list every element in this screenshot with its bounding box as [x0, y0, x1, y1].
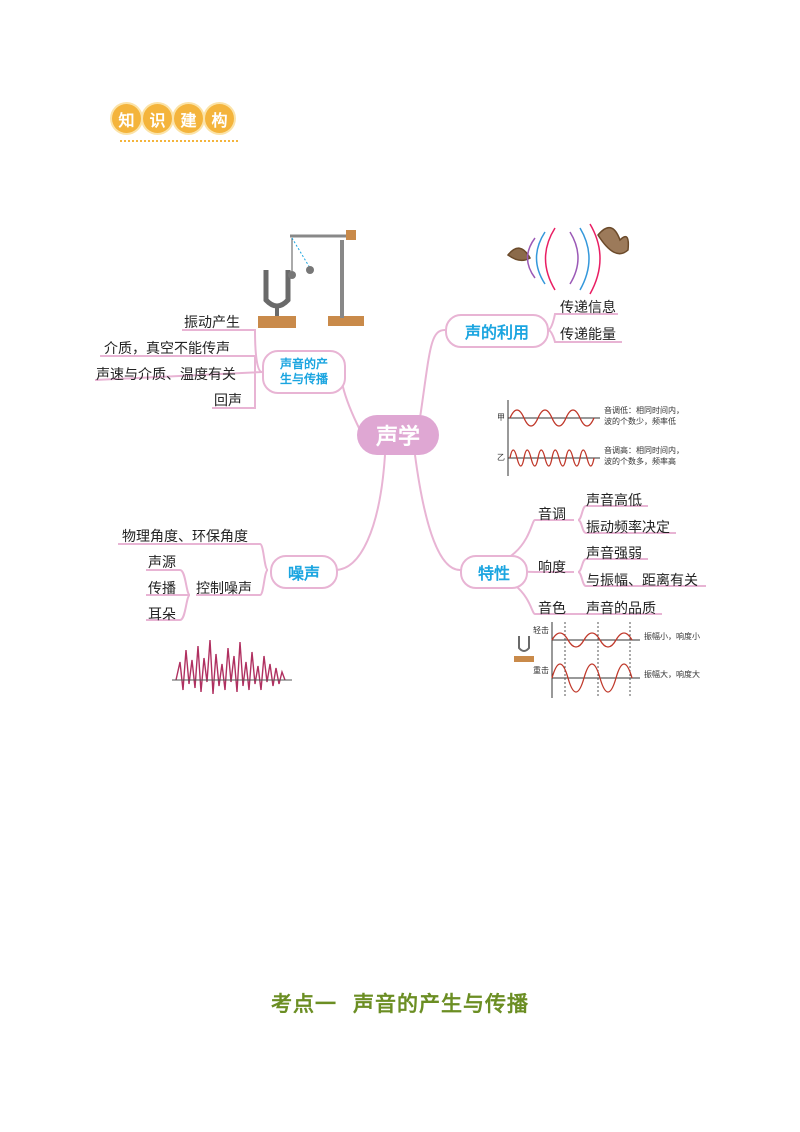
wave-label-a: 甲: [497, 413, 505, 422]
badge-char: 构: [205, 104, 234, 133]
section-badge: 知 识 建 构: [112, 104, 234, 133]
feature-timbre-label: 音色: [538, 601, 566, 617]
section-title-text: 声音的产生与传播: [353, 992, 529, 1016]
wave-label-b: 乙: [497, 453, 505, 462]
branch-line-usage: [419, 329, 446, 419]
wave-note-a-line1: 音调低：相同时间内，: [604, 406, 684, 415]
amp-label-light: 轻击: [533, 626, 549, 635]
badge-char: 识: [143, 104, 172, 133]
feature-pitch-item-high-low: 声音高低: [586, 493, 642, 509]
noise-control-line: [196, 569, 269, 596]
noise-control-source: 声源: [148, 555, 176, 571]
badge-char: 建: [174, 104, 203, 133]
usage-bracket: [547, 313, 622, 343]
noise-control-ear: 耳朵: [148, 607, 176, 623]
small-amplitude-wave: [551, 632, 633, 648]
noise-item-angle: 物理角度、环保角度: [122, 529, 248, 545]
noise-control-label: 控制噪声: [196, 581, 252, 597]
usage-item-information: 传递信息: [560, 300, 616, 316]
feature-loudness-label: 响度: [538, 560, 566, 576]
amp-label-heavy: 重击: [533, 666, 549, 675]
amp-note-heavy: 振幅大，响度大: [644, 670, 700, 679]
node-production-line2: 生与传播: [279, 372, 328, 386]
production-item-vibration: 振动产生: [184, 315, 240, 331]
feature-timbre-item-quality: 声音的品质: [586, 601, 656, 617]
node-sound-production: 声音的产 生与传播: [262, 350, 346, 394]
low-pitch-wave: [509, 409, 595, 427]
wave-note-a-line2: 波的个数少，频率低: [604, 417, 676, 426]
branch-line-features: [414, 454, 461, 571]
production-item-speed: 声速与介质、温度有关: [96, 367, 236, 383]
pitch-bracket: [577, 505, 676, 534]
feature-pitch-item-frequency: 振动频率决定: [586, 520, 670, 536]
branch-line-noise: [334, 454, 386, 571]
noise-waveform: [175, 639, 286, 695]
wave-note-b-line1: 音调高：相同时间内，: [604, 446, 684, 455]
center-node-acoustics: 声学: [357, 415, 439, 455]
feature-loudness-item-strength: 声音强弱: [586, 546, 642, 562]
badge-underline: [120, 140, 238, 145]
production-bracket: [94, 329, 263, 409]
high-pitch-wave: [509, 449, 595, 467]
noise-angle-line: [118, 543, 269, 571]
bat-echo-illustration: [506, 223, 630, 295]
production-item-medium: 介质，真空不能传声: [104, 341, 230, 357]
usage-item-energy: 传递能量: [560, 327, 616, 343]
wave-note-b-line2: 波的个数多，频率高: [604, 457, 676, 466]
pitch-wave-diagram: [507, 400, 600, 476]
node-production-line1: 声音的产: [279, 357, 328, 371]
large-amplitude-wave: [551, 663, 633, 693]
amp-note-light: 振幅小，响度小: [644, 632, 700, 641]
tuning-fork-illustration: [258, 230, 364, 328]
node-features: 特性: [460, 555, 528, 589]
noise-control-path: 传播: [148, 581, 176, 597]
section-title: 考点一声音的产生与传播: [0, 988, 800, 1018]
section-title-number: 考点一: [271, 992, 337, 1016]
noise-control-bracket: [146, 569, 191, 621]
production-item-echo: 回声: [214, 393, 242, 409]
node-sound-usage: 声的利用: [445, 314, 549, 348]
feature-pitch-label: 音调: [538, 507, 566, 523]
badge-char: 知: [112, 104, 141, 133]
feature-loudness-item-amplitude: 与振幅、距离有关: [586, 573, 698, 589]
loudness-bracket: [577, 558, 706, 587]
amplitude-diagram: [514, 622, 640, 698]
node-noise: 噪声: [270, 555, 338, 589]
